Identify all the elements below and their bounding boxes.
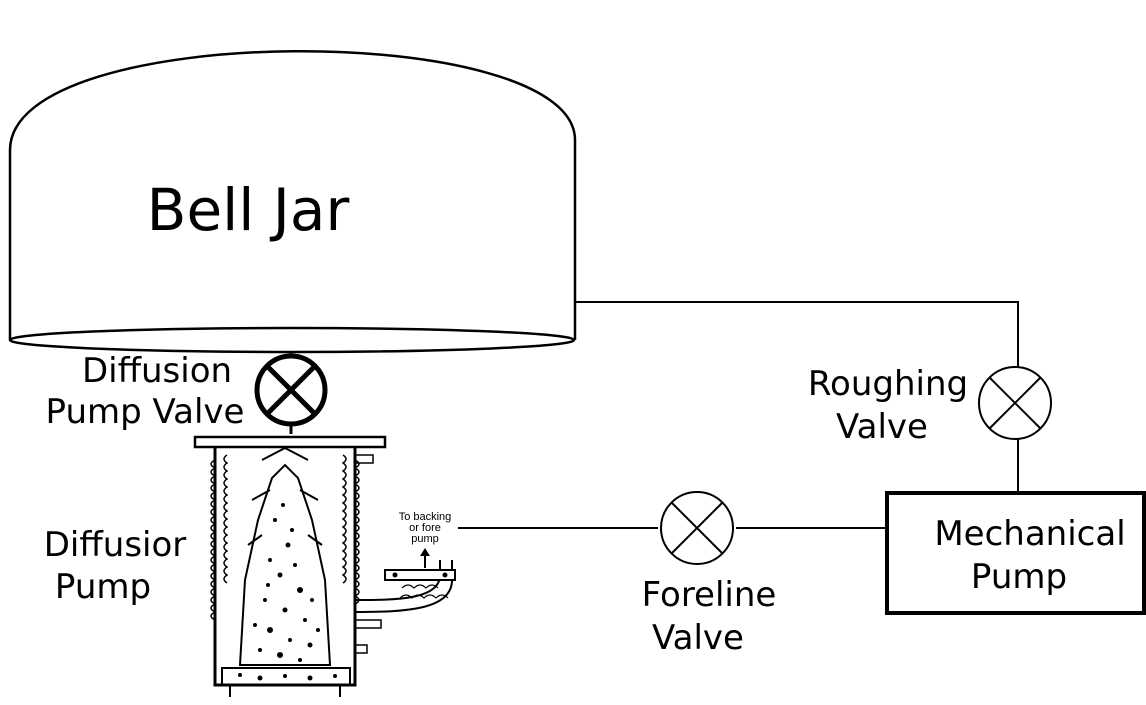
foreline-valve-label-line2: Valve — [652, 618, 744, 658]
diffusion-pump-illustration: To backing or fore pump — [193, 435, 456, 697]
foreline-valve: Foreline Valve — [642, 491, 777, 658]
mechanical-pump-label-line1: Mechanical — [934, 514, 1125, 554]
diffusion-pump-note-line3: pump — [411, 533, 439, 545]
bell-jar: Bell Jar — [8, 49, 577, 354]
diffusion-pump-note-line2: or fore — [409, 522, 441, 534]
vapor-speckle — [238, 503, 337, 681]
diffusion-pump-label-line1: Diffusior — [44, 525, 187, 565]
diffusion-pump-valve-label-line2: Pump Valve — [46, 392, 245, 432]
cooling-coils-right — [341, 454, 360, 605]
roughing-line-upper — [575, 301, 1019, 367]
diffusion-pump-valve-label-line1: Diffusion — [82, 351, 232, 391]
bell-jar-label: Bell Jar — [147, 176, 350, 244]
roughing-valve: Roughing Valve — [808, 364, 1052, 447]
piping — [458, 301, 1019, 529]
cooling-coils-left — [210, 454, 229, 621]
diffusion-pump-label: Diffusior Pump — [44, 525, 187, 607]
mechanical-pump-label-line2: Pump — [971, 557, 1067, 597]
roughing-valve-label-line1: Roughing — [808, 364, 968, 404]
diffusion-pump-label-line2: Pump — [55, 567, 151, 607]
diffusion-pump-note-line1: To backing — [399, 511, 452, 523]
foreline-valve-label-line1: Foreline — [642, 575, 777, 615]
mechanical-pump: Mechanical Pump — [885, 491, 1146, 615]
roughing-valve-label-line2: Valve — [836, 407, 928, 447]
diffusion-pump-valve: Diffusion Pump Valve — [46, 351, 328, 434]
